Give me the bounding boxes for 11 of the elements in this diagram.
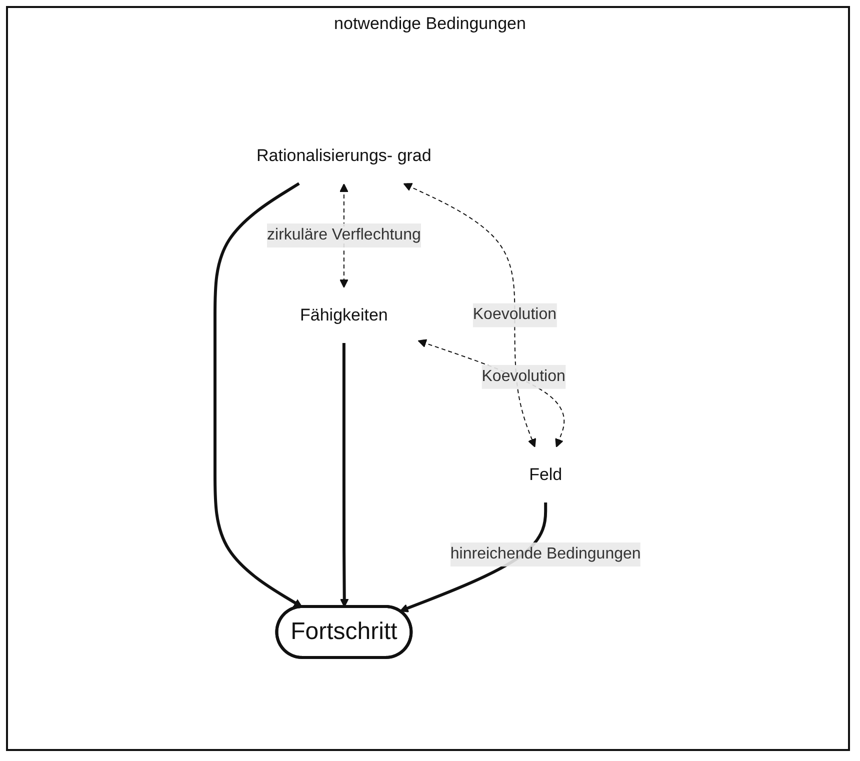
node-text: Feld <box>529 465 562 484</box>
node-text: Rationalisierungs- grad <box>256 146 432 166</box>
node-text: Fähigkeiten <box>300 306 388 325</box>
note-text: notwendige Bedingungen <box>334 14 526 33</box>
edge-label: Koevolution <box>472 306 557 324</box>
arrow <box>403 183 536 448</box>
edge-label: hinreichende Bedingungen <box>450 546 641 563</box>
arrow <box>340 343 349 608</box>
arrow <box>214 182 303 608</box>
edge-label: zirkuläre Verflechtung <box>267 226 421 244</box>
edge-label: Koevolution <box>482 368 566 386</box>
